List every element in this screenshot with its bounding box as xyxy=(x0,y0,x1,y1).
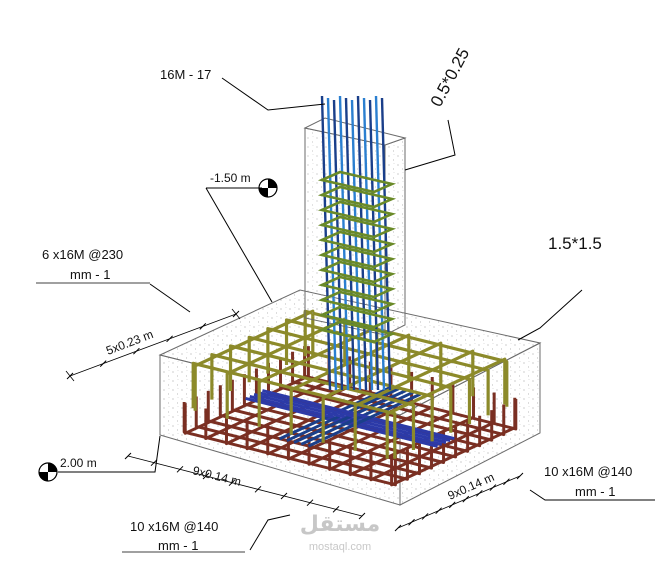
dimension-tick xyxy=(489,484,497,491)
dimension-tick xyxy=(150,459,158,467)
top-mesh xyxy=(191,309,509,459)
dimension-tick xyxy=(462,495,470,503)
top-mesh-bar xyxy=(385,357,507,459)
dimension-tick xyxy=(99,360,107,367)
column-ties xyxy=(317,170,397,344)
top-mesh-bar xyxy=(247,335,453,433)
column-tie xyxy=(317,305,397,329)
dimension-tick xyxy=(516,472,524,480)
column-tie xyxy=(317,200,397,224)
column-vertical-bar xyxy=(326,97,338,391)
dimension-ticks xyxy=(66,310,524,532)
dimension-tick xyxy=(232,310,240,318)
column-size-label: 0.5*0.25 xyxy=(427,45,474,110)
footing-size-label: 1.5*1.5 xyxy=(548,234,602,253)
top-mesh-bar xyxy=(284,318,490,416)
column-tie xyxy=(317,185,397,209)
bottom-mesh-left-line2: mm - 1 xyxy=(158,538,198,553)
column-tie xyxy=(317,290,397,314)
watermark-arabic: مستقل xyxy=(300,512,380,537)
column-tie xyxy=(317,215,397,239)
dimension-tick xyxy=(228,479,236,487)
dimension-tick xyxy=(254,485,262,493)
column-vertical-bar xyxy=(350,99,362,391)
column-bars-label: 16M - 17 xyxy=(160,67,211,82)
top-mesh-label-line1: 6 x16M @230 xyxy=(42,247,123,262)
dimension-tick xyxy=(448,501,456,509)
column-tie xyxy=(317,170,397,194)
dimension-tick xyxy=(66,372,74,380)
dimension-tick xyxy=(176,465,184,473)
column-starter-bar xyxy=(245,396,438,448)
bottom-level-label: 2.00 m xyxy=(60,456,97,470)
dimension-tick xyxy=(166,335,173,343)
top-mesh-bar xyxy=(266,327,472,425)
column-tie xyxy=(317,245,397,269)
dimension-tick xyxy=(199,323,207,330)
column-tie xyxy=(317,230,397,254)
dimension-tick xyxy=(421,513,429,520)
watermark-logo: مستقل mostaql.com xyxy=(300,512,380,553)
bottom-mesh-bar xyxy=(369,392,496,482)
column-vertical-bar xyxy=(374,95,386,391)
bottom-mesh xyxy=(182,346,518,487)
footing-level-label: -1.50 m xyxy=(210,171,251,185)
dimension-tick xyxy=(358,512,366,520)
dimension-tick xyxy=(435,507,443,515)
dimension-tick xyxy=(408,518,415,526)
column-starter-bar xyxy=(249,394,443,446)
dimension-tick xyxy=(394,524,402,532)
dimension-tick xyxy=(202,472,210,480)
watermark-latin: mostaql.com xyxy=(309,541,371,553)
dimension-tick xyxy=(475,489,483,497)
column-vertical-bar xyxy=(344,97,356,391)
bottom-mesh-right-line1: 10 x16M @140 xyxy=(544,464,632,479)
dimension-tick xyxy=(332,505,340,513)
column-tie xyxy=(317,260,397,284)
column-vertical-bar xyxy=(380,97,392,391)
dimension-tick xyxy=(280,492,288,500)
column-starter-bar xyxy=(262,389,455,441)
column-vertical-bar xyxy=(320,95,332,391)
top-mesh-label-line2: mm - 1 xyxy=(70,267,110,282)
dimension-tick xyxy=(306,499,314,507)
bottom-mesh-left-line1: 10 x16M @140 xyxy=(130,519,218,534)
column-tie xyxy=(317,320,397,344)
column-tie xyxy=(317,275,397,299)
top-mesh-bar xyxy=(303,309,509,407)
spacing-front-left-label: 9x0.14 m xyxy=(191,463,242,489)
bottom-mesh-right-line2: mm - 1 xyxy=(575,484,615,499)
spacing-top-label: 5x0.23 m xyxy=(104,327,155,358)
column-vertical-bar xyxy=(338,95,350,391)
dimension-tick xyxy=(124,452,132,460)
dimension-tick xyxy=(133,347,140,355)
level-marker-icon xyxy=(38,462,58,482)
dimension-tick xyxy=(503,478,510,486)
bottom-mesh-bar xyxy=(328,382,455,471)
